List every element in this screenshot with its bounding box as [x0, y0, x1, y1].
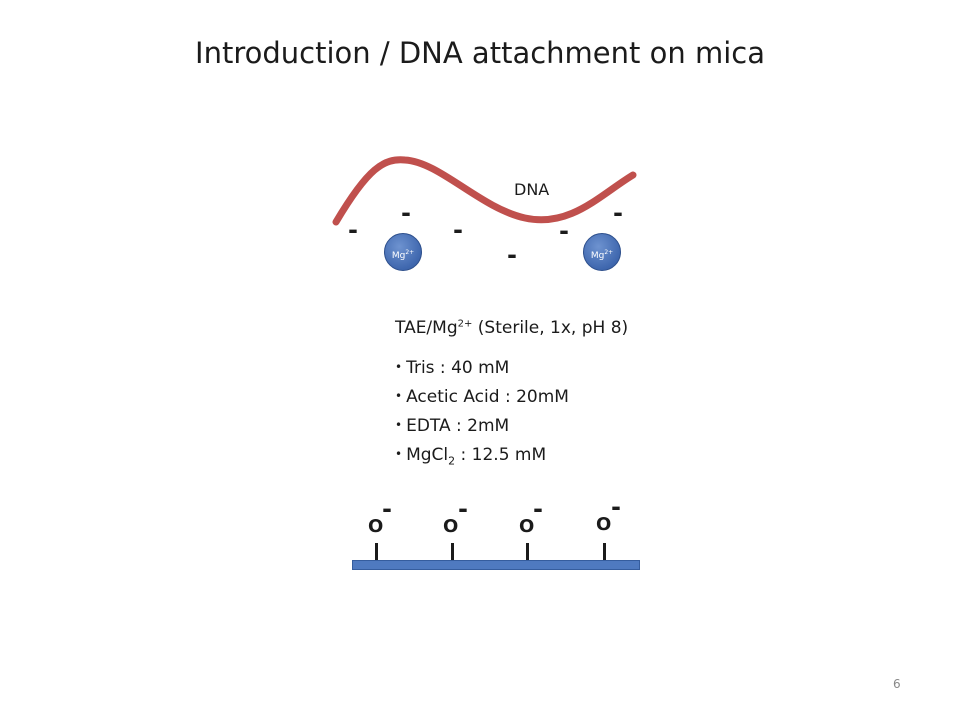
- buffer-item: •MgCl2 : 12.5 mM: [395, 445, 569, 474]
- ion-charge: 2+: [405, 249, 415, 256]
- oxygen-atom: O: [368, 516, 384, 537]
- dna-negative-charge: -: [348, 216, 358, 244]
- buffer-item-text: Tris : 40 mM: [406, 358, 510, 378]
- oxygen-negative-charge: -: [458, 495, 468, 523]
- oxygen-atom: O: [596, 514, 612, 535]
- dna-label: DNA: [514, 180, 550, 199]
- bullet-icon: •: [395, 447, 403, 461]
- buffer-heading-suffix: (Sterile, 1x, pH 8): [472, 318, 629, 338]
- bullet-icon: •: [395, 360, 403, 374]
- surface-bond: [375, 543, 378, 561]
- magnesium-ion: Mg2+: [583, 233, 621, 271]
- buffer-heading: TAE/Mg2+ (Sterile, 1x, pH 8): [395, 318, 628, 338]
- oxygen-atom: O: [443, 516, 459, 537]
- mica-surface: [352, 560, 640, 570]
- page-number: 6: [893, 677, 901, 691]
- dna-negative-charge: -: [453, 216, 463, 244]
- bullet-icon: •: [395, 418, 403, 432]
- oxygen-negative-charge: -: [382, 495, 392, 523]
- buffer-item-text: Acetic Acid : 20mM: [406, 387, 569, 407]
- buffer-item: •Tris : 40 mM: [395, 358, 569, 387]
- dna-negative-charge: -: [559, 217, 569, 245]
- dna-negative-charge: -: [507, 241, 517, 269]
- buffer-heading-superscript: 2+: [457, 318, 473, 330]
- buffer-item-subscript: 2: [448, 454, 456, 468]
- buffer-item-text: EDTA : 2mM: [406, 416, 510, 436]
- ion-charge: 2+: [604, 249, 614, 256]
- dna-negative-charge: -: [401, 199, 411, 227]
- surface-bond: [603, 543, 606, 561]
- magnesium-ion: Mg2+: [384, 233, 422, 271]
- buffer-heading-prefix: TAE/Mg: [395, 318, 458, 338]
- oxygen-atom: O: [519, 516, 535, 537]
- ion-label: Mg: [590, 251, 605, 261]
- buffer-item: •EDTA : 2mM: [395, 416, 569, 445]
- buffer-item: •Acetic Acid : 20mM: [395, 387, 569, 416]
- dna-negative-charge: -: [613, 199, 623, 227]
- slide-title: Introduction / DNA attachment on mica: [195, 36, 765, 70]
- bullet-icon: •: [395, 389, 403, 403]
- buffer-item-prefix: MgCl: [406, 445, 449, 465]
- buffer-item-suffix: : 12.5 mM: [455, 445, 547, 465]
- surface-bond: [451, 543, 454, 561]
- oxygen-negative-charge: -: [611, 493, 621, 521]
- oxygen-negative-charge: -: [533, 495, 543, 523]
- buffer-list: •Tris : 40 mM •Acetic Acid : 20mM •EDTA …: [395, 358, 569, 474]
- surface-bond: [526, 543, 529, 561]
- ion-label: Mg: [391, 251, 406, 261]
